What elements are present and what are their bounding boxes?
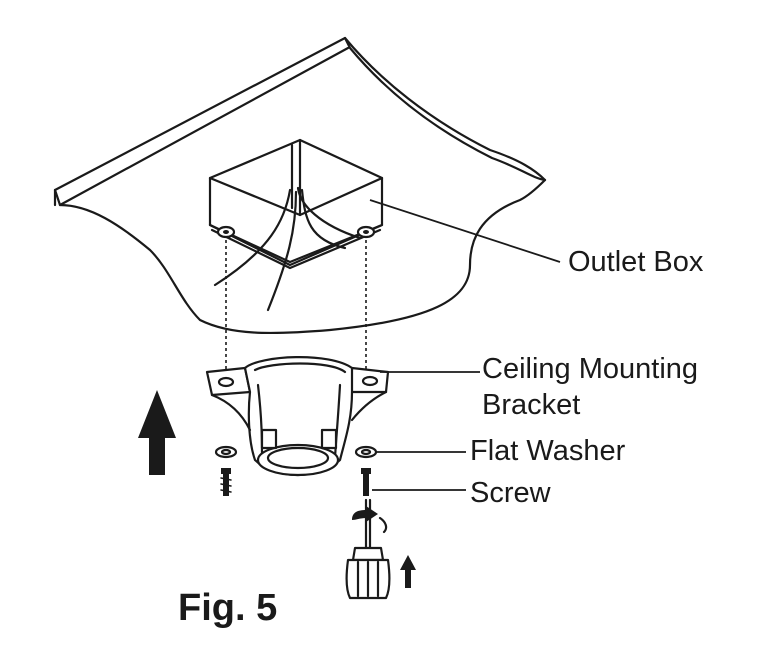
alignment-guides	[225, 240, 367, 375]
flat-washer-label: Flat Washer	[470, 435, 626, 467]
outlet-box-label: Outlet Box	[568, 246, 704, 278]
ceiling-mounting-bracket-label-line1: Ceiling Mounting	[482, 353, 698, 385]
screws	[220, 468, 371, 496]
small-up-arrow-icon	[400, 555, 416, 588]
ceiling-mounting-bracket	[205, 356, 390, 477]
ceiling-mounting-bracket-label-line2: Bracket	[482, 389, 580, 421]
screw-label: Screw	[470, 477, 552, 509]
leader-lines	[369, 199, 561, 491]
figure-caption: Fig. 5	[178, 587, 277, 629]
up-arrow-icon	[138, 390, 176, 475]
wires	[213, 186, 362, 312]
screwdriver	[345, 498, 391, 600]
